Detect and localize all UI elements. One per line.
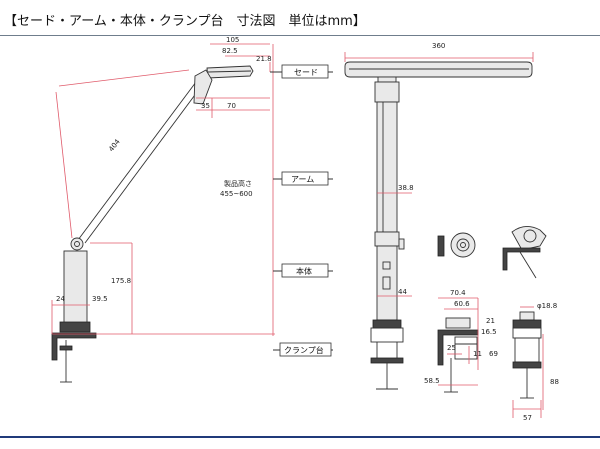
dim-39-5: 39.5 <box>92 295 108 303</box>
label-box-arm <box>281 171 329 186</box>
dim-44: 44 <box>398 288 407 296</box>
bottom-divider <box>0 436 600 438</box>
dim-105: 105 <box>226 36 239 44</box>
dim-70-4: 70.4 <box>450 289 466 297</box>
side-view: 105 82.5 21.8 35 70 404 製品高さ 455~600 175… <box>51 36 275 383</box>
clamp-front-top <box>519 311 535 321</box>
clamp-side-detail: 70.4 60.6 21 16.5 25 11 69 58.5 <box>424 289 498 393</box>
side-clamp-frame <box>51 332 97 361</box>
dim-70: 70 <box>227 102 236 110</box>
joint-detail-round <box>450 232 476 258</box>
label-box-shade <box>281 64 329 79</box>
front-upper-joint <box>374 81 400 103</box>
height-label: 製品高さ <box>224 179 252 188</box>
label-shade: セード <box>294 68 318 77</box>
joint-detail-clamp <box>511 226 547 251</box>
label-body: 本体 <box>296 266 312 276</box>
dim-phi-18-8: φ18.8 <box>537 302 557 310</box>
dim-69: 69 <box>489 350 498 358</box>
part-labels: セード アーム 本体 クランプ台 <box>270 64 333 357</box>
dim-16-5: 16.5 <box>481 328 497 336</box>
dim-60-6: 60.6 <box>454 300 470 308</box>
height-value: 455~600 <box>220 190 253 198</box>
dim-11: 11 <box>473 350 482 358</box>
title-bar: 【セード・アーム・本体・クランプ台 寸法図 単位はmm】 <box>0 0 600 36</box>
side-body-base <box>59 321 91 333</box>
dim-58-5: 58.5 <box>424 377 440 385</box>
label-arm: アーム <box>291 175 314 184</box>
dim-21-8: 21.8 <box>256 55 272 63</box>
front-lower-joint <box>374 231 400 247</box>
dim-404: 404 <box>107 137 122 153</box>
clamp-side-frame <box>437 329 479 366</box>
dim-35: 35 <box>201 102 210 110</box>
label-box-clamp <box>279 342 332 357</box>
dim-82-5: 82.5 <box>222 47 238 55</box>
label-clamp: クランプ台 <box>284 345 324 355</box>
dim-25: 25 <box>447 344 456 352</box>
side-arm-rail <box>77 77 200 241</box>
dim-24: 24 <box>56 295 65 303</box>
front-body <box>376 245 398 321</box>
front-base <box>372 319 402 329</box>
dim-175-8: 175.8 <box>111 277 131 285</box>
dim-38-8: 38.8 <box>398 184 414 192</box>
dim-21: 21 <box>486 317 495 325</box>
dim-360: 360 <box>432 42 445 50</box>
joint-details <box>437 226 547 279</box>
front-view: 360 38.8 44 <box>344 42 534 390</box>
front-arm <box>376 101 398 233</box>
label-box-body <box>281 263 329 278</box>
clamp-side-top <box>445 317 471 329</box>
top-divider <box>0 35 600 36</box>
dim-57: 57 <box>523 414 532 422</box>
side-body-column <box>63 250 88 325</box>
front-shade <box>344 61 533 78</box>
clamp-front-detail: φ18.8 88 57 <box>512 302 559 422</box>
side-arm-lower-joint <box>70 237 84 251</box>
dim-88: 88 <box>550 378 559 386</box>
page-title: 【セード・アーム・本体・クランプ台 寸法図 単位はmm】 <box>4 14 366 29</box>
side-arm-upper-joint <box>193 69 213 105</box>
